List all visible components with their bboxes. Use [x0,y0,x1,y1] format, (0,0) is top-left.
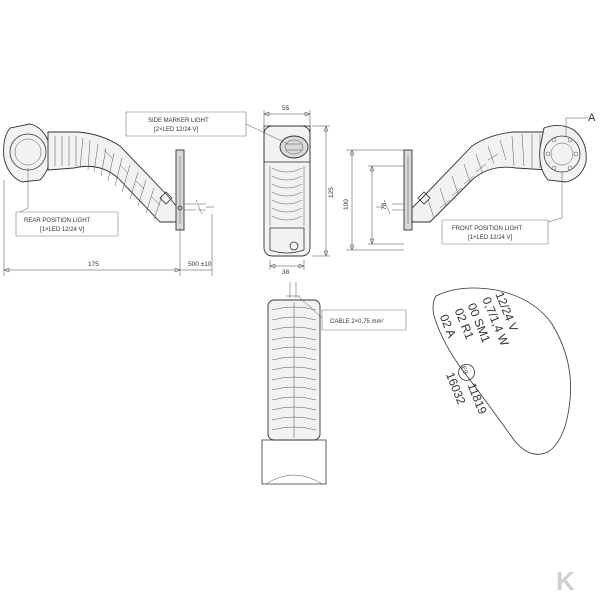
right-dimensions: 100 78 [343,149,404,251]
brand-watermark: K [556,566,575,596]
rear-position-callout: REAR POSITION LIGHT [1×LED 12/24 V] [15,168,119,237]
dimension-100: 100 [343,199,350,210]
rear-arm-ribs [54,136,163,220]
front-base-hole [289,241,299,251]
cable-callout: CABLE 2×0,75 mm² [297,295,407,331]
rear-symbol-diamond [159,191,173,205]
side-marker-lens [279,135,309,159]
detail-a-marking: 12/24 V 0,7/1,4 W 00 SM1 02 R1 02 A E9 1… [432,287,571,455]
marking-approval-2: 16032 [443,370,469,406]
detail-reference-a: A [588,112,596,124]
rear-plate-screw [177,205,183,211]
left-side-view [3,123,214,231]
top-view-base [261,439,327,485]
side-marker-label: SIDE MARKER LIGHT [148,118,209,124]
front-rubber-arm [411,131,549,223]
front-base [269,227,305,254]
e-mark-circle [458,363,475,381]
marking-outline [432,287,571,455]
right-side-view: A [376,112,596,231]
top-view-cable [286,282,300,298]
front-lens-inner [550,142,574,166]
dimension-55: 55 [282,105,290,112]
side-marker-callout: SIDE MARKER LIGHT [2×LED 12/24 V] [125,111,289,145]
dimension-38: 38 [282,269,290,276]
dimension-175: 175 [88,261,99,268]
dimension-125: 125 [328,187,335,198]
front-symbol-diamond [417,191,431,205]
left-dimensions: 175 500 ±10 [3,180,213,276]
cable-label: CABLE 2×0,75 mm² [330,319,384,325]
rear-lamp-head [3,123,51,183]
rear-cable [184,203,196,211]
rear-position-label: REAR POSITION LIGHT [24,218,91,224]
dimension-500: 500 ±10 [188,261,212,268]
rear-lens-inner [14,138,42,166]
side-marker-spec: [2×LED 12/24 V] [154,127,199,133]
front-lens-markings [545,137,579,171]
dimension-78: 78 [381,202,388,210]
front-view [263,125,311,257]
marking-text-group: 12/24 V 0,7/1,4 W 00 SM1 02 R1 02 A E9 1… [437,290,521,417]
e-mark-label: E9 [459,365,469,375]
front-position-spec: [1×LED 12/24 V] [468,235,513,241]
front-bellows [269,166,305,226]
front-arm-ribs [427,133,541,219]
front-position-label: FRONT POSITION LIGHT [452,226,523,232]
rear-rubber-arm [47,131,179,223]
rear-position-spec: [1×LED 12/24 V] [40,227,85,233]
brand-k-logo: K [556,566,575,596]
front-lamp-head [539,125,587,183]
front-dimensions: 55 125 38 [263,105,335,276]
top-view [261,282,327,485]
front-top-block [263,125,311,163]
front-position-callout: FRONT POSITION LIGHT [1×LED 12/24 V] [441,172,563,245]
